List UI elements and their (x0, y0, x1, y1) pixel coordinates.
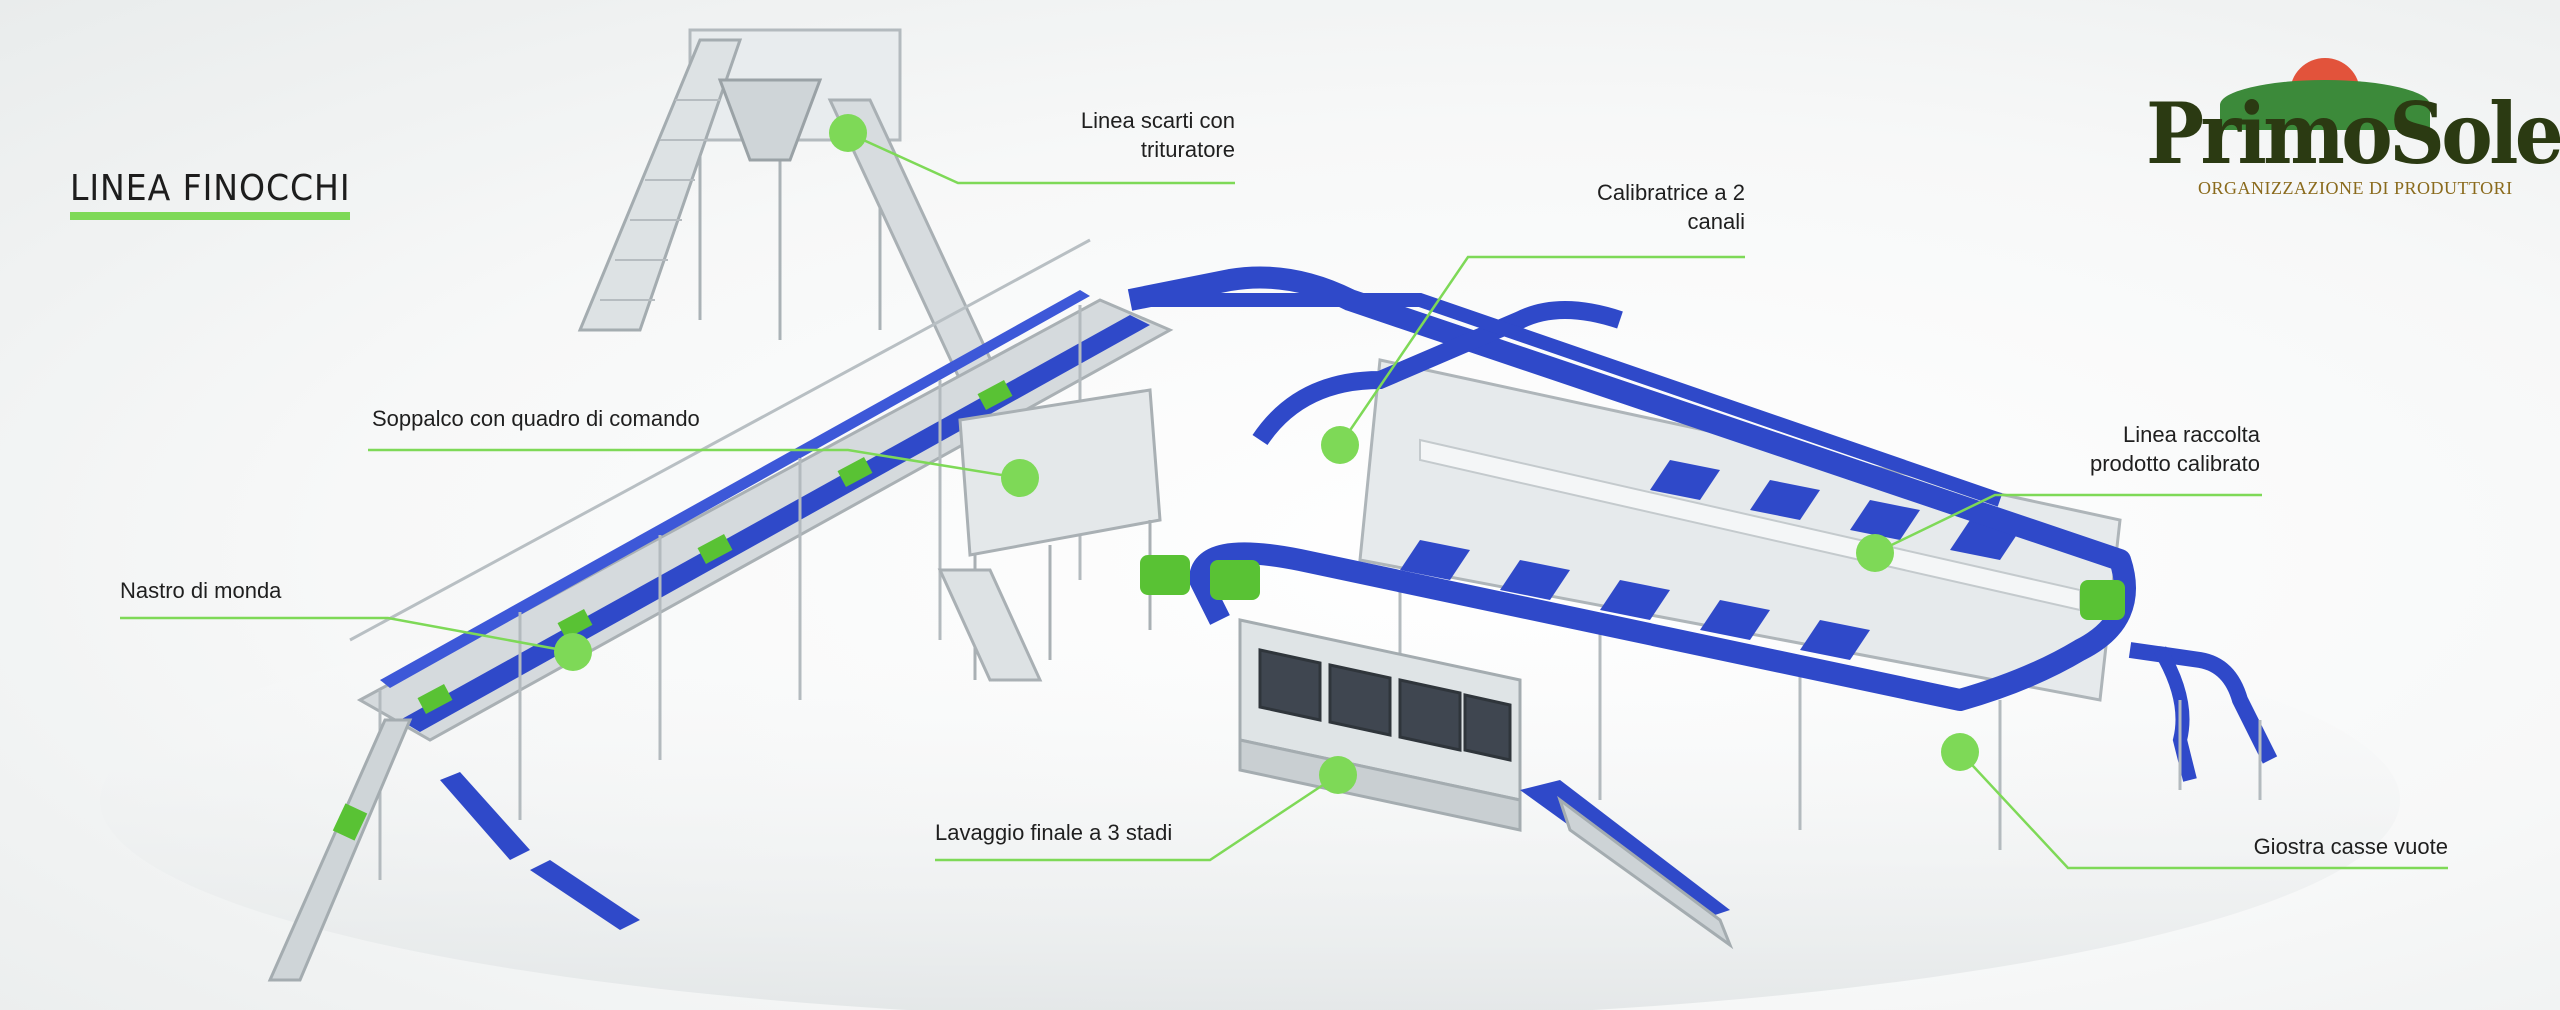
callout-dots (554, 114, 1979, 794)
callout-label-soppalco: Soppalco con quadro di comando (372, 406, 700, 431)
callout-label-giostra: Giostra casse vuote (2253, 834, 2448, 859)
callout-label-lavaggio: Lavaggio finale a 3 stadi (935, 820, 1173, 845)
callout-dot-scarti (829, 114, 867, 152)
logo-subtitle: ORGANIZZAZIONE DI PRODUTTORI (2198, 178, 2513, 198)
callout-leaders (120, 131, 2448, 870)
callout-dot-raccolta (1856, 534, 1894, 572)
calibrator-frame (1358, 358, 2122, 850)
callout-label-monda: Nastro di monda (120, 578, 282, 603)
diagram-title: LINEA FINOCCHI (70, 168, 351, 209)
callout-dot-calibratrice (1321, 426, 1359, 464)
callout-dot-lavaggio (1319, 756, 1357, 794)
logo-hill-icon (2220, 80, 2430, 130)
callout-label-calibratrice: Calibratrice a 2 canali (1597, 180, 1745, 234)
collection-loop-conveyor (1127, 266, 2136, 711)
callout-dot-monda (554, 633, 592, 671)
final-washer (1238, 618, 1734, 950)
crate-carousel (2128, 642, 2278, 800)
callout-label-scarti: Linea scarti con trituratore (1080, 108, 1235, 162)
primosole-logo: PrimoSole ORGANIZZAZIONE DI PRODUTTORI (2140, 50, 2560, 210)
mezzanine-platform (937, 388, 1162, 682)
callout-dot-giostra (1941, 733, 1979, 771)
waste-line-tower (577, 28, 1003, 382)
logo-name: PrimoSole (2146, 84, 2560, 183)
callout-dot-soppalco (1001, 459, 1039, 497)
title-underline (70, 212, 350, 220)
callout-label-raccolta: Linea raccolta prodotto calibrato (2090, 422, 2260, 476)
